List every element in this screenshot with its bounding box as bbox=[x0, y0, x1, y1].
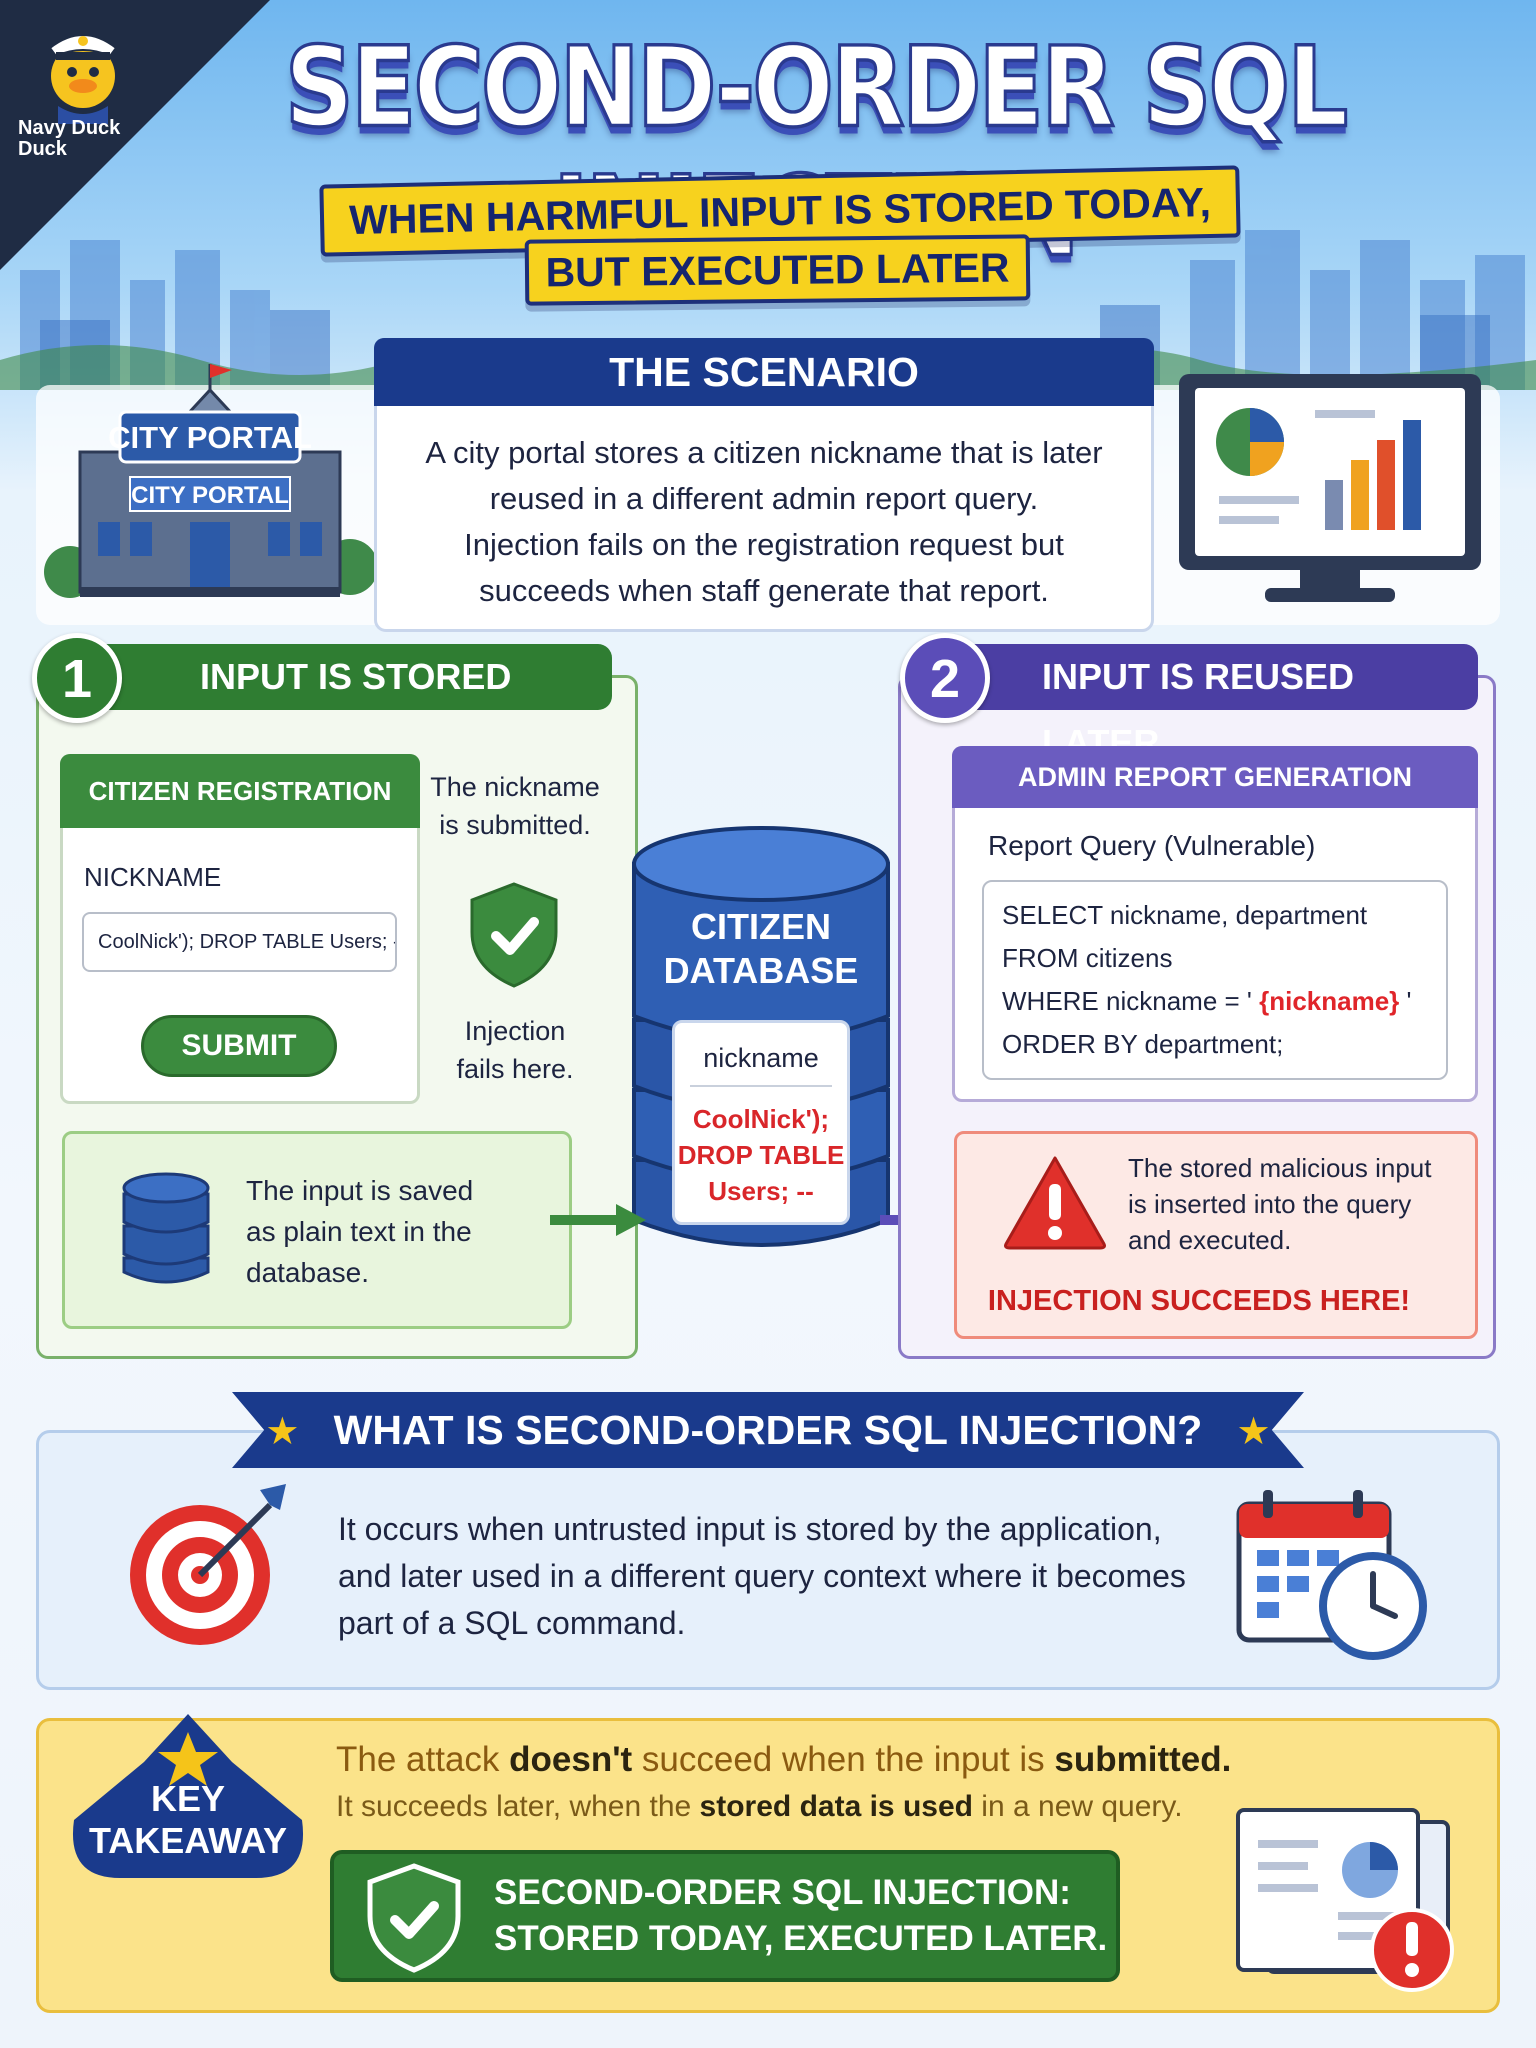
admin-report-title: ADMIN REPORT GENERATION bbox=[952, 746, 1478, 808]
report-query-label: Report Query (Vulnerable) bbox=[988, 830, 1316, 861]
corner-ribbon bbox=[0, 0, 270, 270]
shield-check-icon bbox=[367, 1863, 461, 1973]
report-query-code: SELECT nickname, department FROM citizen… bbox=[982, 880, 1448, 1080]
calendar-clock-icon bbox=[1236, 1490, 1427, 1660]
database-stored-value: CoolNick'); DROP TABLE Users; -- bbox=[677, 1104, 845, 1206]
saved-as-text-description: The input is saved as plain text in the … bbox=[246, 1175, 474, 1288]
star-icon: ★ bbox=[265, 1411, 300, 1453]
warning-icon bbox=[1004, 1156, 1106, 1250]
definition-title: ★ WHAT IS SECOND-ORDER SQL INJECTION? ★ bbox=[232, 1392, 1304, 1468]
step2-title: INPUT IS REUSED LATER bbox=[930, 644, 1478, 763]
step1-title: INPUT IS STORED bbox=[70, 644, 612, 710]
step2-number: 2 bbox=[900, 633, 990, 723]
alert-description: The stored malicious input is inserted i… bbox=[1128, 1153, 1432, 1255]
submit-button[interactable]: SUBMIT bbox=[141, 1015, 337, 1077]
shield-check-icon bbox=[470, 882, 558, 988]
monitor-chart-icon bbox=[1179, 374, 1481, 602]
takeaway-line2: It succeeds later, when the stored data … bbox=[336, 1790, 1183, 1823]
query-nickname-placeholder: {nickname} bbox=[1259, 986, 1400, 1016]
definition-text: It occurs when untrusted input is stored… bbox=[338, 1511, 1186, 1641]
injection-fails-note: Injection fails here. bbox=[456, 1016, 574, 1084]
scenario-text: A city portal stores a citizen nickname … bbox=[374, 406, 1154, 632]
step1-number: 1 bbox=[32, 633, 122, 723]
injection-succeeds-label: INJECTION SUCCEEDS HERE! bbox=[987, 1285, 1411, 1317]
summary-banner bbox=[330, 1850, 1120, 1982]
nickname-input[interactable]: CoolNick'); DROP TABLE Users; -- bbox=[82, 912, 397, 972]
registration-form-title: CITIZEN REGISTRATION bbox=[60, 754, 420, 828]
city-portal-sign: CITY PORTAL bbox=[108, 420, 312, 455]
database-icon bbox=[122, 1172, 210, 1284]
submitted-note: The nickname is submitted. bbox=[430, 772, 600, 840]
target-icon bbox=[130, 1484, 286, 1645]
key-takeaway-badge bbox=[72, 1714, 304, 1878]
key-takeaway-label: KEY TAKEAWAY bbox=[88, 1778, 288, 1861]
duck-mascot-icon bbox=[48, 34, 118, 124]
brand-name: Navy Duck Duck bbox=[18, 117, 121, 160]
arrow-right-green-icon bbox=[550, 1204, 646, 1236]
star-icon: ★ bbox=[1236, 1411, 1271, 1453]
database-column-name: nickname bbox=[703, 1043, 819, 1073]
scenario-title: THE SCENARIO bbox=[374, 338, 1154, 406]
database-record-card bbox=[672, 1020, 850, 1225]
report-document-alert-icon bbox=[1236, 1808, 1454, 1992]
summary-banner-text: SECOND-ORDER SQL INJECTION: STORED TODAY… bbox=[494, 1873, 1108, 1958]
subtitle-banner-line2: BUT EXECUTED LATER bbox=[524, 234, 1031, 306]
nickname-label: NICKNAME bbox=[84, 862, 222, 892]
database-title: CITIZEN DATABASE bbox=[663, 906, 859, 991]
takeaway-line1: The attack doesn't succeed when the inpu… bbox=[336, 1740, 1232, 1779]
city-hall-icon: CITY PORTAL CITY PORTAL bbox=[44, 364, 378, 598]
city-portal-sign-secondary: CITY PORTAL bbox=[131, 482, 289, 509]
database-column-divider bbox=[690, 1085, 832, 1087]
